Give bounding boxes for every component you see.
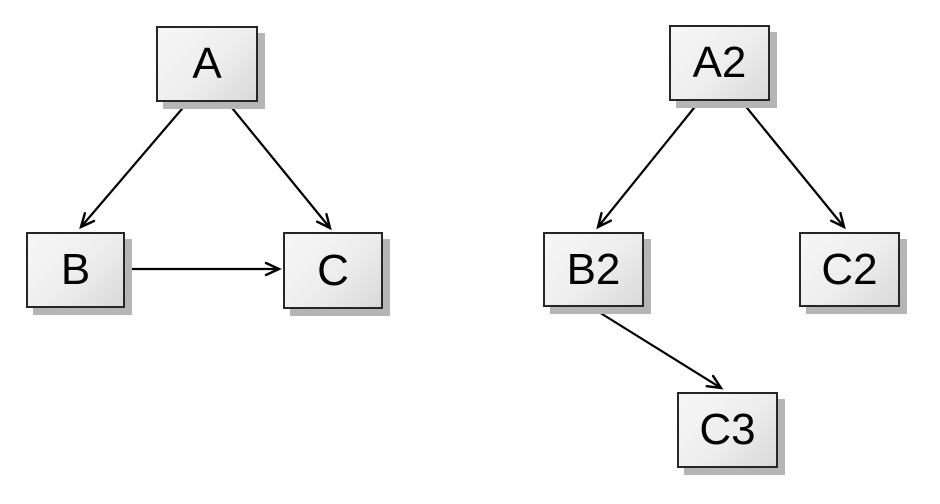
node-label: A2 (692, 38, 747, 87)
edge-A-C (227, 102, 332, 231)
edge-A2-B2 (596, 102, 699, 230)
edge-A2-C2 (742, 102, 846, 230)
node-A2: A2 (669, 25, 770, 101)
node-label: C3 (699, 405, 756, 454)
node-C2: C2 (799, 232, 900, 307)
edge-A-B (79, 102, 188, 230)
node-label: B2 (566, 244, 621, 294)
node-A: A (156, 26, 258, 102)
node-label: A (192, 39, 222, 88)
node-label: C2 (821, 244, 878, 294)
node-C: C (283, 232, 383, 309)
node-C3: C3 (677, 392, 778, 468)
node-B2: B2 (543, 232, 644, 307)
node-label: C (317, 245, 349, 295)
node-label: B (60, 245, 91, 294)
edge-B2-C3 (593, 308, 724, 390)
node-B: B (26, 232, 125, 308)
